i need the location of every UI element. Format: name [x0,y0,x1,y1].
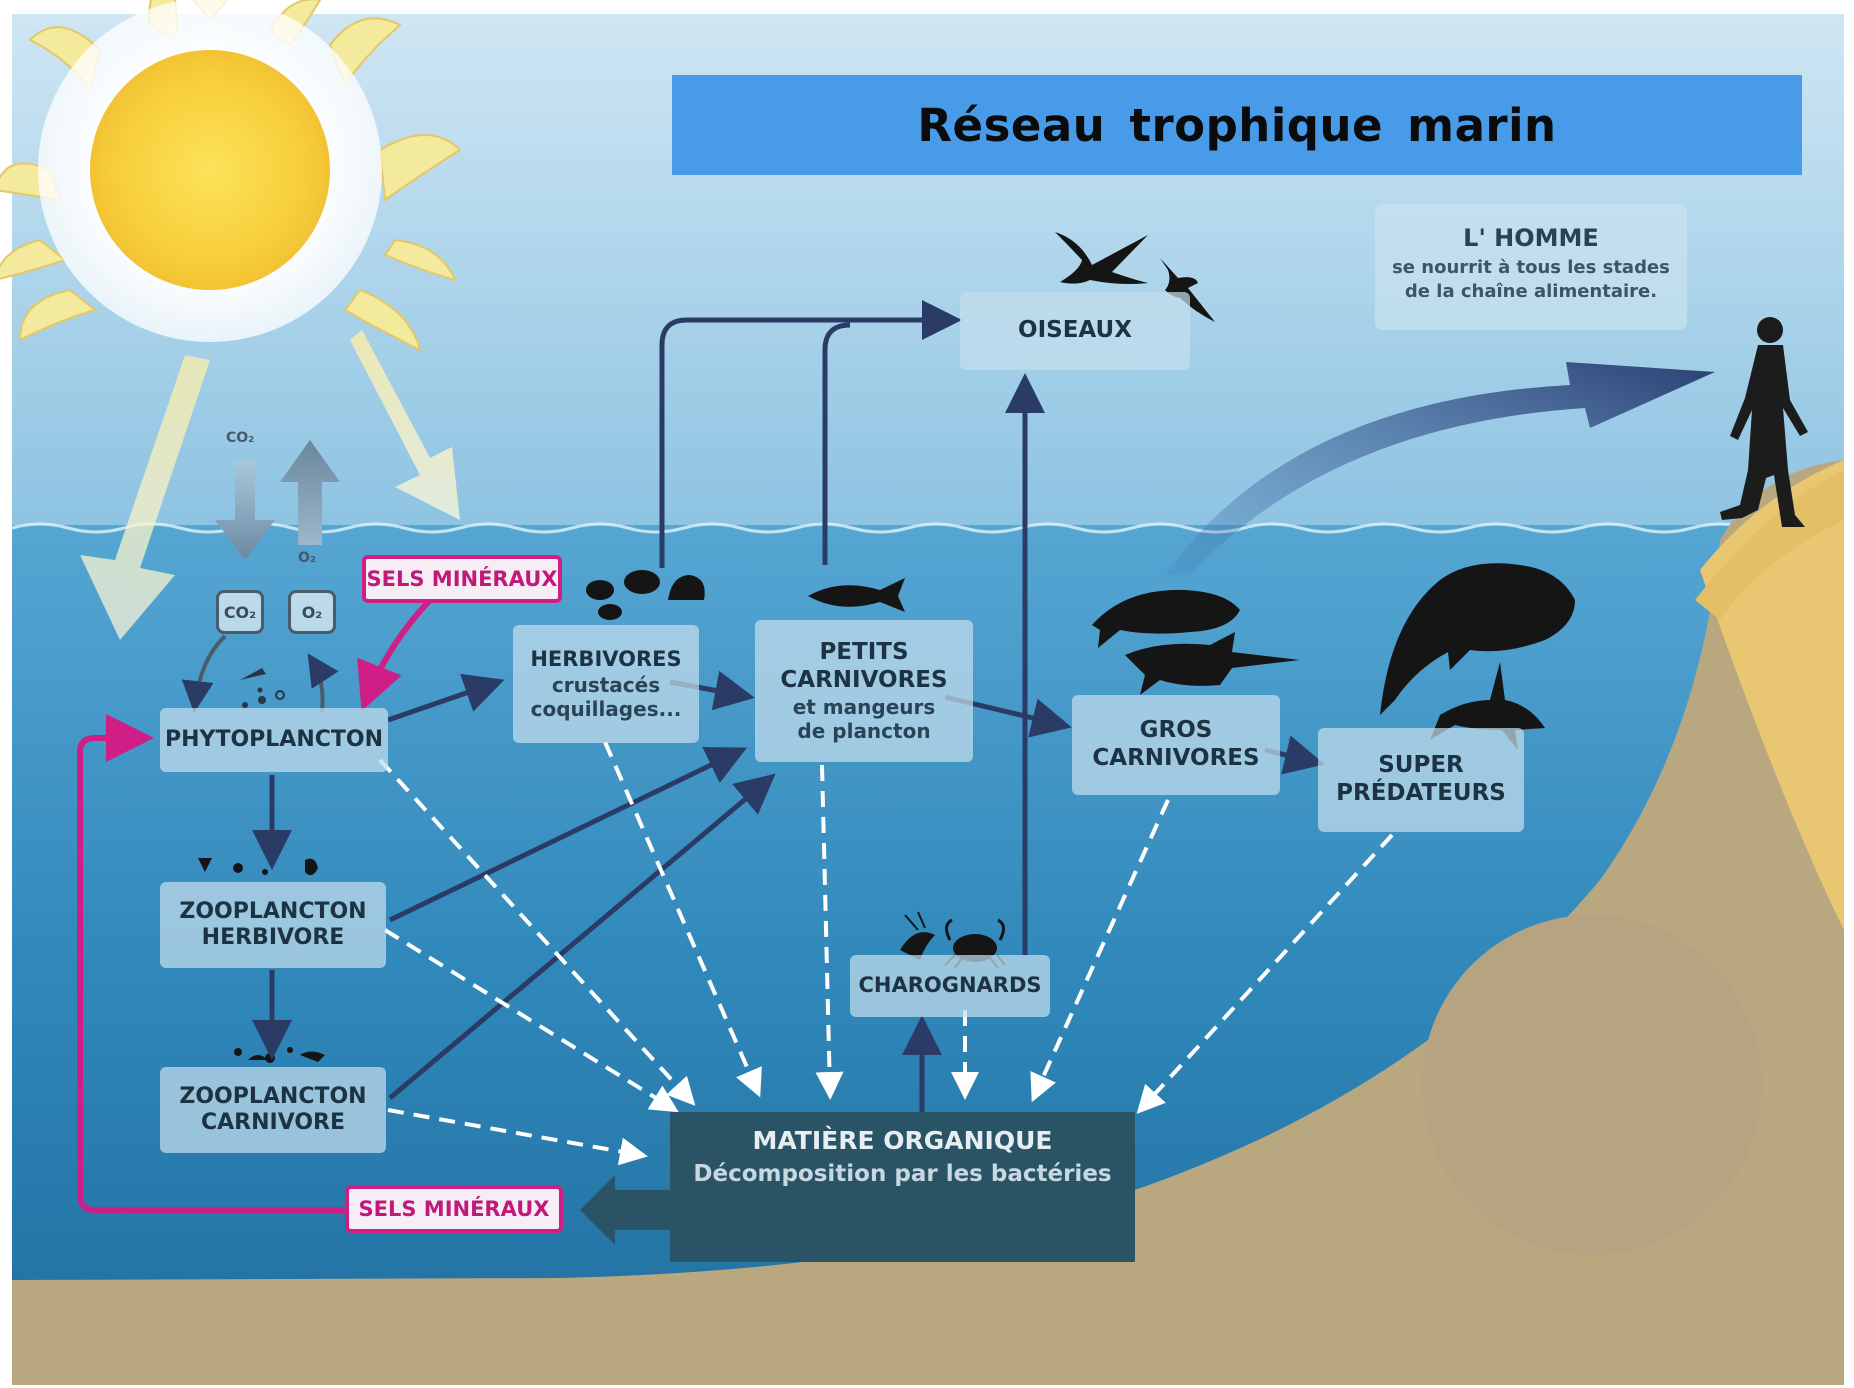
node-oiseaux: OISEAUX [960,292,1190,370]
zooplankton-icon [198,858,318,876]
sels-mineraux-top: SELS MINÉRAUX [362,555,562,603]
co2-box: CO₂ [216,590,264,634]
node-phytoplancton: PHYTOPLANCTON [160,708,388,772]
o2-label: O₂ [298,550,317,566]
whale-icon [1092,589,1240,648]
bird-icon [1055,232,1215,322]
fish-icon [808,578,905,612]
node-zooplancton-carnivore: ZOOPLANCTON CARNIVORE [160,1067,386,1153]
o2-box: O₂ [288,590,336,634]
human-silhouette-icon [1720,317,1808,527]
mineral-arrows [77,592,438,1213]
shrimp-icon [900,911,935,960]
node-gros-carnivores: GROS CARNIVORES [1072,695,1280,795]
node-petits-carnivores: PETITS CARNIVORES et mangeurs de plancto… [755,620,973,762]
sea-floor [12,460,1844,1385]
dolphin-icon [1380,563,1575,715]
title-bar: Réseau trophique marin [672,75,1802,175]
node-homme: L' HOMME se nourrit à tous les stades de… [1375,204,1687,330]
sels-mineraux-bottom: SELS MINÉRAUX [345,1185,563,1233]
shell-icon [586,570,705,620]
water-surface [11,522,1749,534]
sunlight-shaft-left [80,355,210,640]
node-charognards: CHAROGNARDS [850,955,1050,1017]
decomposition-arrows [378,741,1394,1166]
diagram-title: Réseau trophique marin [917,98,1557,152]
arrow-to-human [1165,362,1715,575]
sun-icon [0,0,462,352]
node-herbivores: HERBIVORES crustacés coquillages... [513,625,699,743]
food-chain-arrows [252,300,1325,1112]
node-matiere-organique: MATIÈRE ORGANIQUE Décomposition par les … [670,1112,1135,1262]
blank-circle [1422,915,1762,1255]
node-super-predateurs: SUPER PRÉDATEURS [1318,728,1524,832]
swordfish-icon [1125,632,1300,695]
co2-down-arrow [215,460,275,560]
co2-label: CO₂ [226,430,255,446]
node-zooplancton-herbivore: ZOOPLANCTON HERBIVORE [160,882,386,968]
o2-up-arrow [280,440,340,545]
sunlight-shaft-right [350,330,460,520]
